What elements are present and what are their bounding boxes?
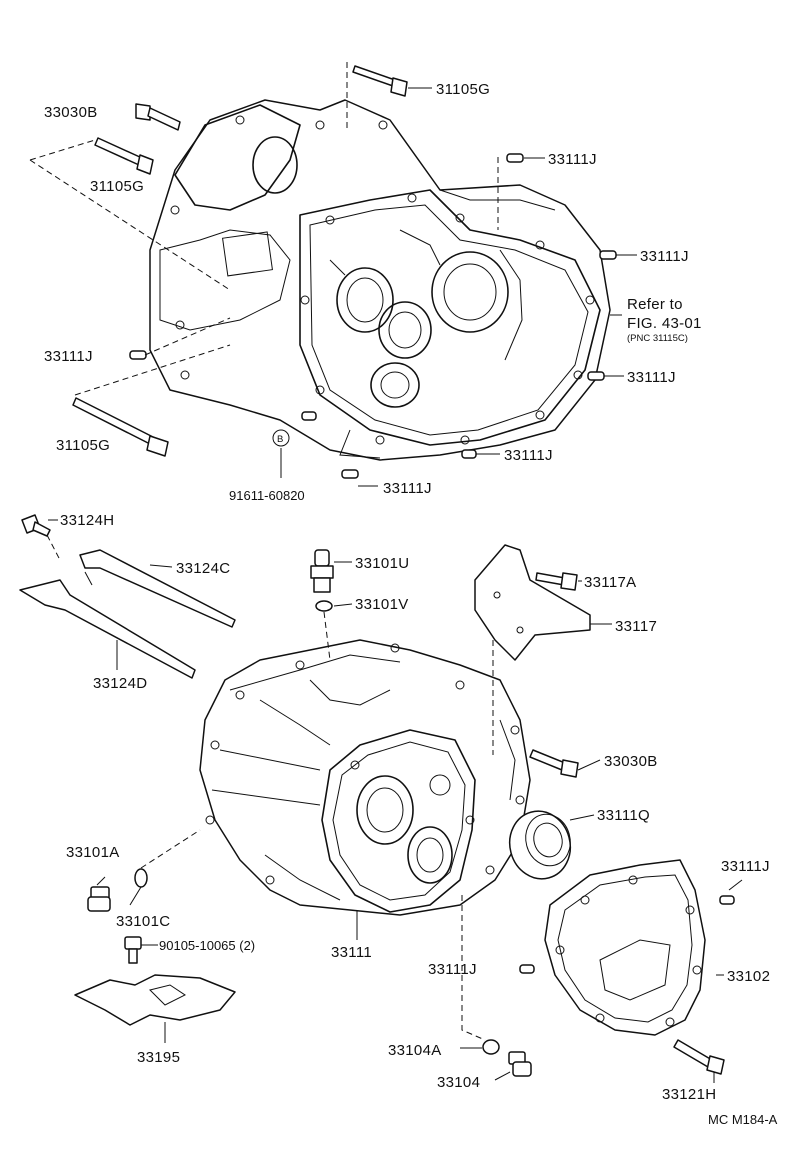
bolt-33030B-mid xyxy=(529,749,579,778)
dowel-pins-lower xyxy=(519,895,735,974)
switch-33101U xyxy=(310,549,334,593)
label-33030B-top: 33030B xyxy=(44,104,98,121)
bolt-33124H xyxy=(21,514,51,537)
cover-plate-33195 xyxy=(74,974,236,1026)
label-33111J-c: 33111J xyxy=(44,348,93,365)
label-33101V: 33101V xyxy=(355,596,409,613)
label-90105-10065: 90105-10065 (2) xyxy=(159,938,255,953)
label-33121H: 33121H xyxy=(662,1086,716,1103)
bracket-33117 xyxy=(474,544,591,661)
dowel-pins-upper xyxy=(129,153,617,479)
bolt-33117A xyxy=(535,572,578,591)
label-33104: 33104 xyxy=(437,1074,480,1091)
oil-seal-33111Q xyxy=(508,810,572,880)
label-33111J-f: 33111J xyxy=(383,480,432,497)
label-33111J-d: 33111J xyxy=(627,369,676,386)
bolt-33121H xyxy=(673,1039,725,1075)
transaxle-case-lower xyxy=(199,639,531,916)
label-33124D: 33124D xyxy=(93,675,147,692)
label-31105G-left: 31105G xyxy=(90,178,144,195)
leader-lines-upper xyxy=(358,87,637,487)
label-33101A: 33101A xyxy=(66,844,120,861)
plug-33104 xyxy=(508,1051,532,1077)
gasket-33101C xyxy=(134,868,148,888)
label-31105G-bottom: 31105G xyxy=(56,437,110,454)
case-cover-33102 xyxy=(544,859,706,1036)
label-33101C: 33101C xyxy=(116,913,170,930)
label-33101U: 33101U xyxy=(355,555,409,572)
label-33111J-g: 33111J xyxy=(721,858,770,875)
label-33111: 33111 xyxy=(331,944,372,961)
gasket-33101V xyxy=(315,600,333,612)
label-33102: 33102 xyxy=(727,968,770,985)
label-33111J-e: 33111J xyxy=(504,447,553,464)
transaxle-housing-upper xyxy=(149,99,611,461)
label-33111J-a: 33111J xyxy=(548,151,597,168)
stay-33124C xyxy=(79,549,236,628)
gasket-33104A xyxy=(482,1039,500,1055)
stay-33124D xyxy=(19,579,196,679)
leader-lines-lower xyxy=(48,519,743,1083)
reference-line3: (PNC 31115C) xyxy=(627,333,688,344)
reference-line1: Refer to xyxy=(627,296,683,313)
bolt-33030B-top xyxy=(135,103,181,131)
label-33030B-mid: 33030B xyxy=(604,753,658,770)
bolt-31105G-top xyxy=(352,65,408,97)
svg-text:B: B xyxy=(277,434,283,445)
label-31105G-top: 31105G xyxy=(436,81,490,98)
label-33195: 33195 xyxy=(137,1049,180,1066)
bolt-31105G-left xyxy=(94,137,154,175)
bolt-31105G-bottom xyxy=(72,397,169,457)
label-33104A: 33104A xyxy=(388,1042,442,1059)
label-33111Q: 33111Q xyxy=(597,807,650,824)
label-33124H: 33124H xyxy=(60,512,114,529)
circled-symbol-b: B xyxy=(272,429,290,447)
label-91611-60820: 91611-60820 xyxy=(229,488,305,503)
bolt-90105 xyxy=(124,936,142,964)
label-33111J-b: 33111J xyxy=(640,248,689,265)
label-33111J-h: 33111J xyxy=(428,961,477,978)
reference-line2: FIG. 43-01 xyxy=(627,315,702,332)
diagram-code: MC M184-A xyxy=(708,1112,778,1127)
label-33117: 33117 xyxy=(615,618,657,635)
plug-33101A xyxy=(87,886,111,912)
label-33124C: 33124C xyxy=(176,560,230,577)
label-33117A: 33117A xyxy=(584,574,636,591)
